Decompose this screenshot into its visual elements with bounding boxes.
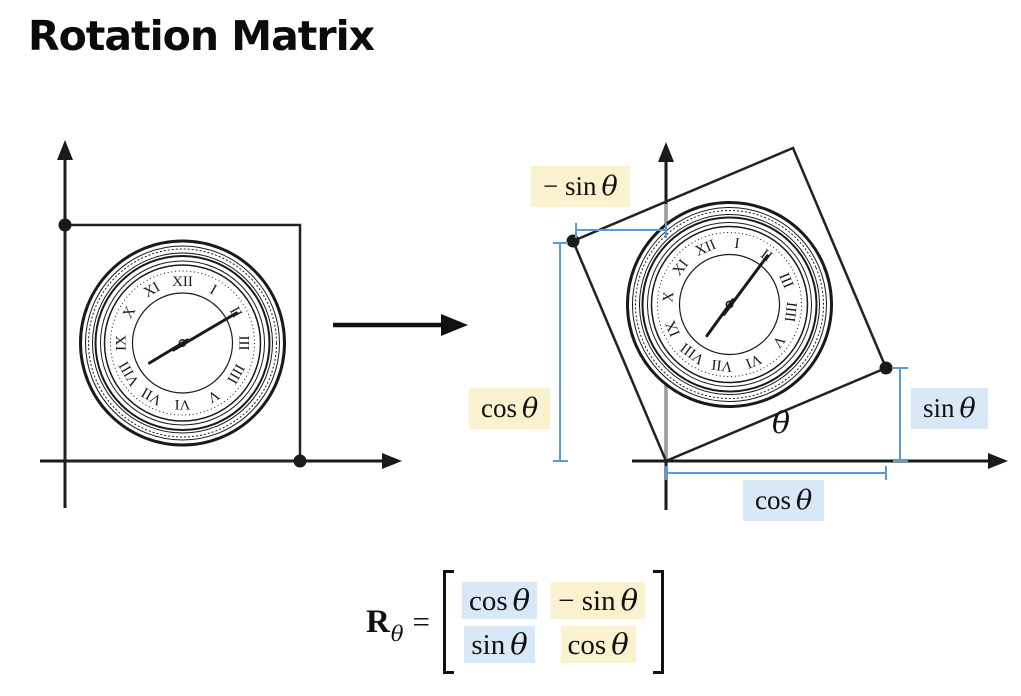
rotated-corner-dot-left [566,234,580,248]
theta-subscript: θ [390,621,404,646]
x-axis-arrowhead [988,453,1008,469]
page-title: Rotation Matrix [28,12,375,60]
transform-arrow [333,314,468,336]
matrix-bracket-left [442,570,454,674]
clock [79,239,286,447]
measurement-brackets [553,223,908,480]
rotated-corner-dot-right [879,361,893,375]
y-axis-arrowhead [658,142,674,162]
y-axis-arrowhead [57,140,73,160]
label-theta-angle: θ [772,406,791,441]
unit-square [63,223,302,463]
matrix-symbol: R [366,603,390,640]
x-axis-arrowhead [382,453,402,469]
original-diagram [40,140,402,508]
arrow-head [441,314,468,336]
corner-dot-top-left [58,218,72,232]
rotated-diagram [553,142,1008,510]
equation-lhs: Rθ [366,603,404,646]
rotated-clock [594,169,865,440]
equals-sign: = [412,604,430,639]
rotated-square [571,146,888,463]
corner-dot-bottom-right [293,454,307,468]
matrix-bracket-right [653,570,665,674]
